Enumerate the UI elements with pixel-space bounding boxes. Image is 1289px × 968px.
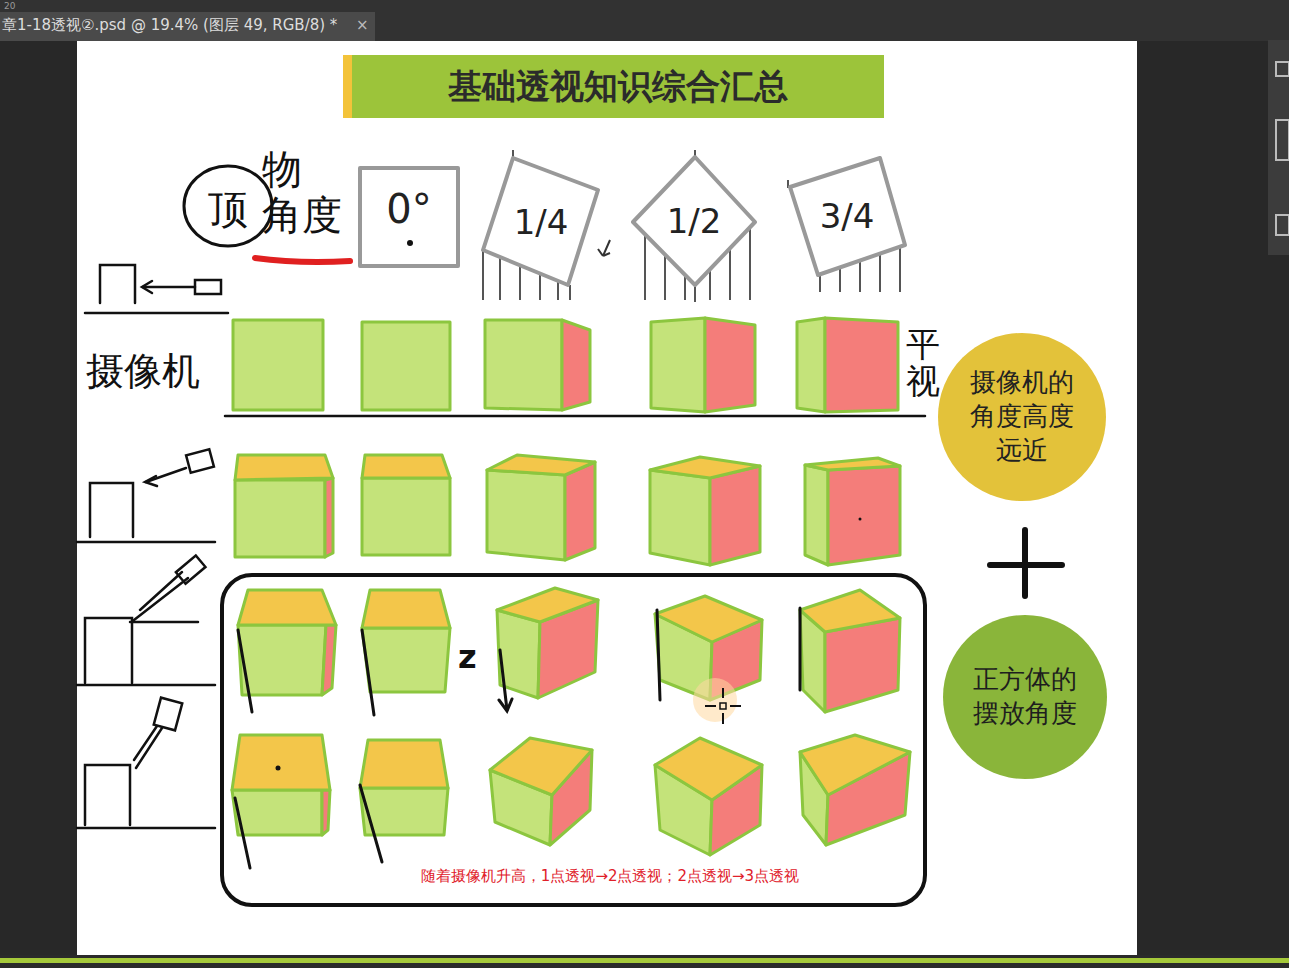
hand-label: 摄像机 <box>86 346 200 397</box>
node-label: 1/2 <box>667 199 722 243</box>
node-label: 摄像机的 角度高度 远近 <box>961 366 1083 467</box>
node-texts: 1/2 <box>667 199 722 243</box>
title-text: 基础透视知识综合汇总 <box>448 64 788 110</box>
info-circle: 正方体的 摆放角度 <box>942 614 1108 780</box>
hand-label: 顶 <box>208 182 248 237</box>
caption-note: 随着摄像机升高，1点透视→2点透视；2点透视→3点透视 <box>330 867 890 886</box>
hand-label: 平视 <box>906 326 940 401</box>
node-label: 0° <box>386 183 431 235</box>
node-label: 3/4 <box>820 194 875 238</box>
tab-title: 章1-18透视②.psd @ 19.4% (图层 49, RGB/8) * <box>2 16 337 35</box>
tab-close: × <box>356 16 369 34</box>
info-circle-outline <box>942 614 1108 780</box>
axis-label: z <box>458 638 477 676</box>
hand-label: 物 角度 <box>262 146 352 238</box>
angle-square: 1/4 <box>480 155 602 289</box>
node-texts: 正方体的 摆放角度 <box>964 663 1086 731</box>
node-texts: 摄像机的 角度高度 远近 <box>961 366 1083 467</box>
ruler-number: 20 <box>4 1 15 11</box>
info-circle: 摄像机的 角度高度 远近 <box>937 332 1107 502</box>
node-texts: 3/4 <box>820 194 875 238</box>
node-label: 1/4 <box>514 200 569 244</box>
node-texts: 0° <box>386 183 431 235</box>
node-texts: 1/4 <box>514 200 569 244</box>
angle-square: 3/4 <box>786 155 908 278</box>
angle-square: 1/2 <box>630 154 758 288</box>
node-label: 正方体的 摆放角度 <box>964 663 1086 731</box>
title-band: 基础透视知识综合汇总 <box>352 55 884 118</box>
angle-square: 0° <box>358 166 460 268</box>
